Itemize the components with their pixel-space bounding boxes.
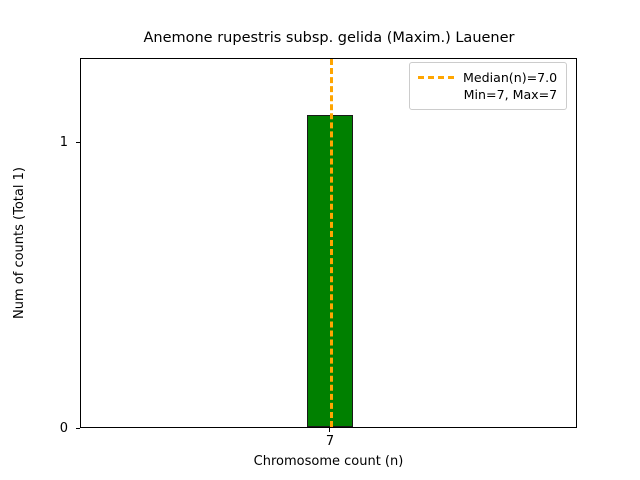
y-axis-label-text: Num of counts (Total 1): [12, 167, 27, 319]
x-tick-label-7: 7: [325, 434, 335, 449]
legend[interactable]: Median(n)=7.0 Min=7, Max=7: [409, 62, 568, 110]
y-tick-label-0: 0: [59, 421, 68, 436]
legend-label-minmax: Min=7, Max=7: [463, 87, 558, 102]
y-tick-mark-0: [76, 428, 80, 429]
page-title: Anemone rupestris subsp. gelida (Maxim.)…: [143, 30, 515, 46]
x-tick-mark-7: [329, 428, 330, 432]
legend-label-median: Median(n)=7.0: [463, 70, 558, 85]
plot-inner: [81, 59, 576, 427]
x-axis-label: Chromosome count (n): [253, 454, 404, 469]
legend-entry-median: Median(n)=7.0: [418, 69, 557, 86]
legend-entry-minmax: Min=7, Max=7: [418, 86, 558, 103]
y-tick-mark-1: [76, 142, 80, 143]
y-tick-label-1: 1: [59, 135, 68, 150]
dashed-line-icon: [418, 76, 454, 79]
plot-area: [80, 58, 577, 428]
y-axis-label: Num of counts (Total 1): [0, 0, 40, 480]
median-line: [330, 59, 333, 427]
